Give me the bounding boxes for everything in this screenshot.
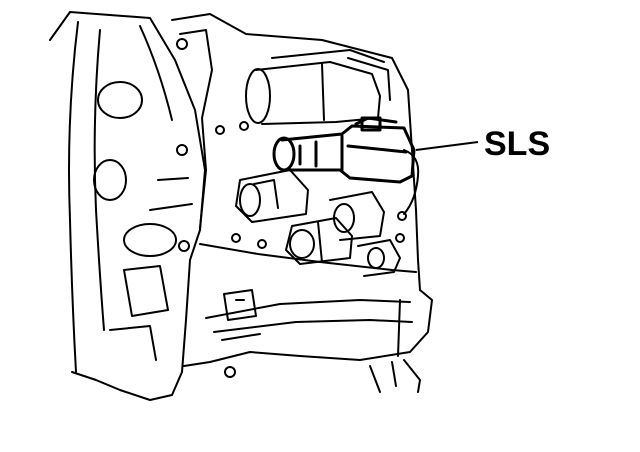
bolt-heads [176, 38, 407, 378]
valve-body-plate [171, 13, 433, 367]
sls-callout-label: SLS [484, 125, 550, 163]
solenoid-connector-wire [403, 149, 420, 215]
lower-solenoid-cluster [235, 169, 401, 277]
upper-solenoid [245, 49, 391, 125]
sls-solenoid [272, 116, 416, 184]
fittings [223, 289, 421, 393]
callout-leader-line [415, 141, 479, 151]
transmission-case [49, 11, 206, 401]
